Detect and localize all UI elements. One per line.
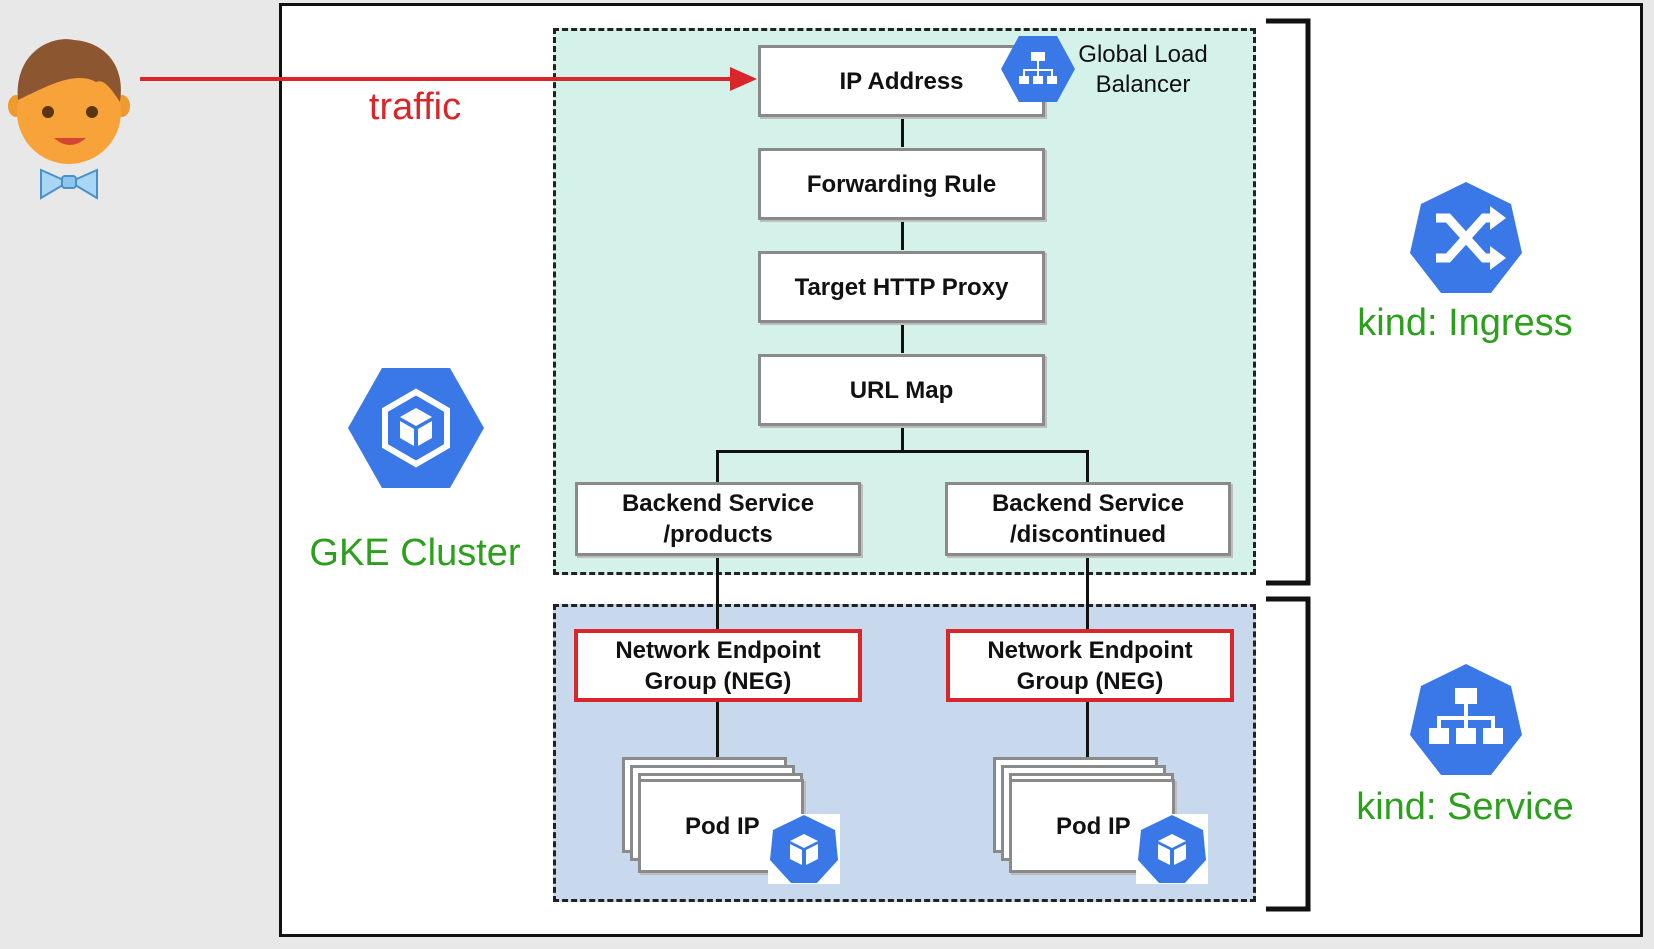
ingress-bracket (1266, 18, 1314, 586)
forwarding-rule-box: Forwarding Rule (758, 148, 1045, 220)
pod-ip-label: Pod IP (1056, 812, 1131, 840)
connector (716, 700, 719, 758)
connector (716, 450, 1089, 453)
service-kind-label: kind: Service (1356, 786, 1574, 828)
connector (1086, 700, 1089, 758)
connector (716, 554, 719, 630)
url-map-box: URL Map (758, 354, 1045, 426)
gke-cluster-label: GKE Cluster (309, 532, 521, 574)
service-icon (1408, 662, 1524, 778)
connector (901, 219, 904, 250)
connector (901, 322, 904, 353)
traffic-label: traffic (368, 86, 462, 128)
connector (716, 450, 719, 484)
traffic-arrow (140, 64, 760, 94)
neg-box: Network Endpoint Group (NEG) (946, 629, 1234, 702)
ingress-kind-label: kind: Ingress (1357, 302, 1573, 344)
user-avatar-icon (4, 30, 134, 205)
target-http-proxy-box: Target HTTP Proxy (758, 251, 1045, 323)
pod-cube-icon (1136, 814, 1208, 884)
ingress-icon (1408, 180, 1524, 296)
service-bracket (1266, 596, 1314, 912)
connector (1086, 554, 1089, 630)
backend-service-products: Backend Service /products (575, 482, 861, 556)
connector (901, 424, 904, 452)
connector (1086, 450, 1089, 484)
ip-address-box: IP Address (758, 45, 1045, 117)
pod-ip-label: Pod IP (685, 812, 760, 840)
gke-cluster-icon (346, 364, 486, 492)
load-balancer-label: Global Load Balancer (1078, 41, 1208, 98)
pod-cube-icon (768, 814, 840, 884)
backend-service-discontinued: Backend Service /discontinued (945, 482, 1231, 556)
connector (901, 116, 904, 147)
neg-box: Network Endpoint Group (NEG) (574, 629, 862, 702)
load-balancer-icon (1000, 34, 1076, 104)
